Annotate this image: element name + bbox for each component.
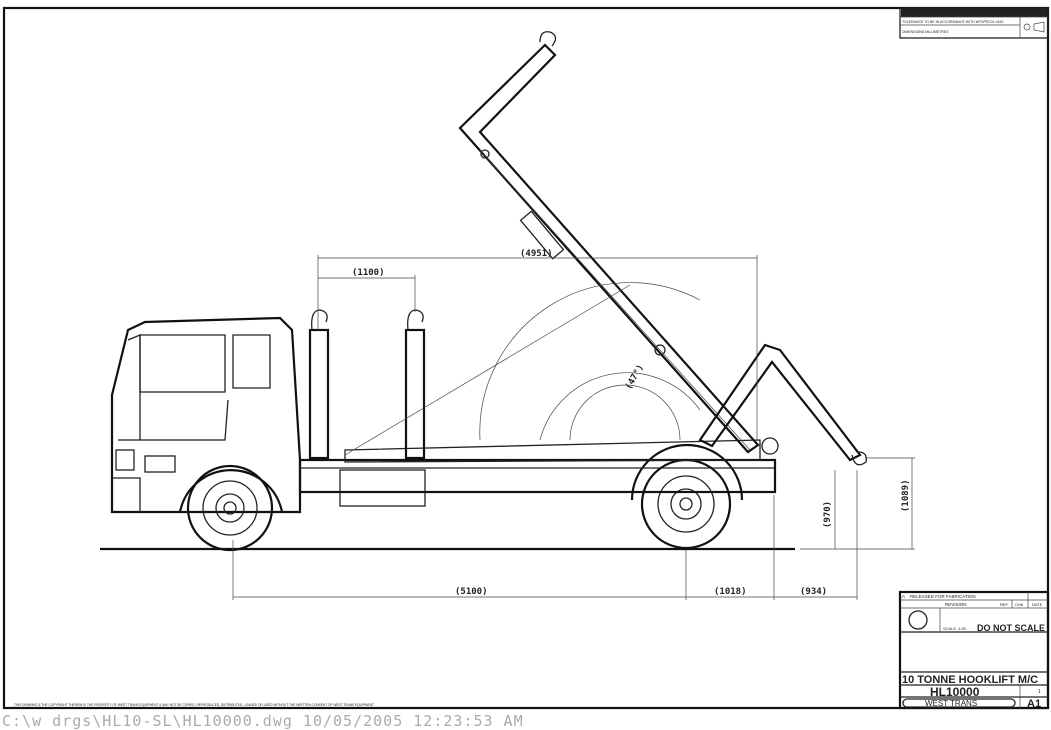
top-box-units: DIMENSIONS MILLIMETRES [902, 30, 949, 34]
dim-overall-reach: (4951) [520, 249, 553, 259]
dim-rear-overhang: (1018) [714, 587, 747, 597]
revision-row: RELEASED FOR FABRICATION [910, 594, 976, 599]
dim-frame-height: (970) [823, 501, 833, 528]
drawing-number: HL10000 [930, 685, 980, 699]
hook-arm-lowered [698, 343, 867, 466]
top-box-line2: TOLERANCE TO BE IN ACCORDANCE WITH WTSPE… [902, 20, 1004, 24]
ref-header: REF. [1000, 602, 1009, 607]
stow-posts [308, 309, 426, 460]
truck-cab [110, 316, 302, 514]
chk-header: CHK [1015, 602, 1024, 607]
dimension-lines [232, 255, 915, 600]
dim-tip-angle: (47°) [624, 363, 646, 391]
tolerance-box: COMPUTER DRAWING — CHANGE TO AUTOCAD TOL… [899, 7, 1049, 39]
dim-hook-height: (1089) [901, 479, 911, 512]
drawing-title: 10 TONNE HOOKLIFT M/C [902, 674, 1038, 686]
date-header: DATE [1032, 602, 1043, 607]
sheet-size: A1 [1027, 698, 1041, 710]
revision-header: REVISION [945, 602, 967, 607]
front-wheel [178, 464, 284, 552]
scale-label: SCALE [943, 626, 956, 631]
do-not-scale: DO NOT SCALE [977, 623, 1045, 633]
sheet-number: 1 [1038, 689, 1041, 695]
drawing-border [2, 6, 1050, 710]
company-logo [908, 610, 928, 630]
company-name: WEST TRANS [925, 699, 977, 708]
top-box-line1: COMPUTER DRAWING — CHANGE TO AUTOCAD [903, 11, 1020, 17]
scale-value: 1:25 [958, 626, 967, 631]
dim-hook-overhang: (934) [800, 587, 827, 597]
copyright-notice: THIS DRAWING & THE COPYRIGHT THEREIN IS … [14, 703, 374, 707]
title-block: A RELEASED FOR FABRICATION REVISION REF.… [898, 590, 1050, 710]
rev-letter: A [902, 594, 905, 599]
projection-symbol-icon [1023, 23, 1031, 31]
angle-arcs [344, 282, 701, 456]
file-path-footer: C:\w drgs\HL10-SL\HL10000.dwg 10/05/2005… [2, 712, 524, 730]
chassis-frame [298, 439, 777, 507]
dim-hook-spacing: (1100) [352, 268, 385, 278]
dim-wheelbase: (5100) [455, 587, 488, 597]
hook-arm-raised [458, 31, 760, 454]
